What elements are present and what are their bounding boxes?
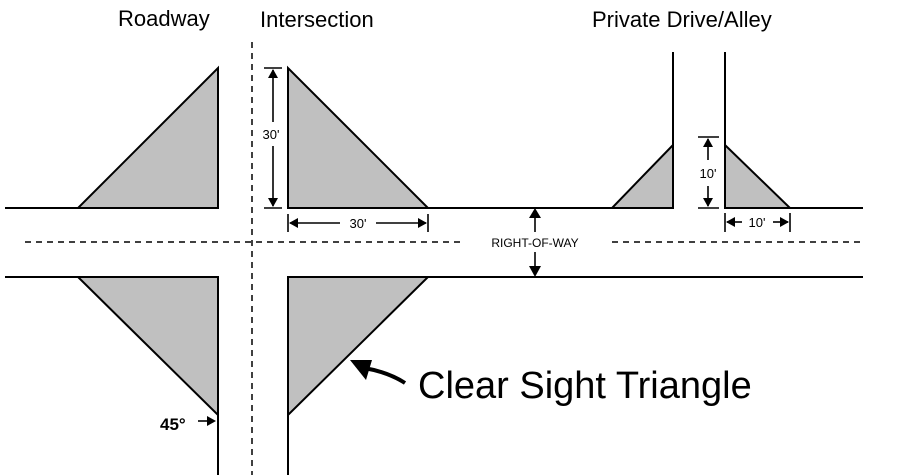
sight-triangle-drive-left: [609, 142, 674, 209]
clear-sight-triangle-label: Clear Sight Triangle: [418, 365, 752, 407]
dimension-30-horizontal-label: 30': [350, 216, 367, 231]
dimension-10-horizontal-label: 10': [749, 215, 766, 230]
right-of-way-dimension: [529, 208, 541, 277]
dimension-30-horizontal: [287, 214, 429, 232]
private-drive-label: Private Drive/Alley: [592, 7, 772, 32]
angle-label: 45°: [160, 415, 186, 434]
clear-sight-callout-arrow: [350, 360, 407, 385]
sight-triangle-upper-left: [75, 65, 219, 209]
sight-triangle-drive-right: [724, 142, 793, 209]
dimension-10-vertical-label: 10': [700, 166, 717, 181]
sight-triangle-lower-left: [75, 276, 219, 418]
sight-triangle-lower-intersection: [287, 276, 431, 418]
right-of-way-label: RIGHT-OF-WAY: [491, 236, 578, 250]
sight-triangle-upper-intersection: [287, 65, 431, 209]
dimension-10-vertical: [698, 136, 719, 209]
dimension-30-vertical-label: 30': [263, 127, 280, 142]
angle-arrow: [198, 416, 216, 426]
dimension-30-vertical: [264, 67, 282, 209]
intersection-label: Intersection: [260, 7, 374, 32]
roadway-label: Roadway: [118, 6, 210, 31]
dimension-10-horizontal: [724, 213, 791, 232]
